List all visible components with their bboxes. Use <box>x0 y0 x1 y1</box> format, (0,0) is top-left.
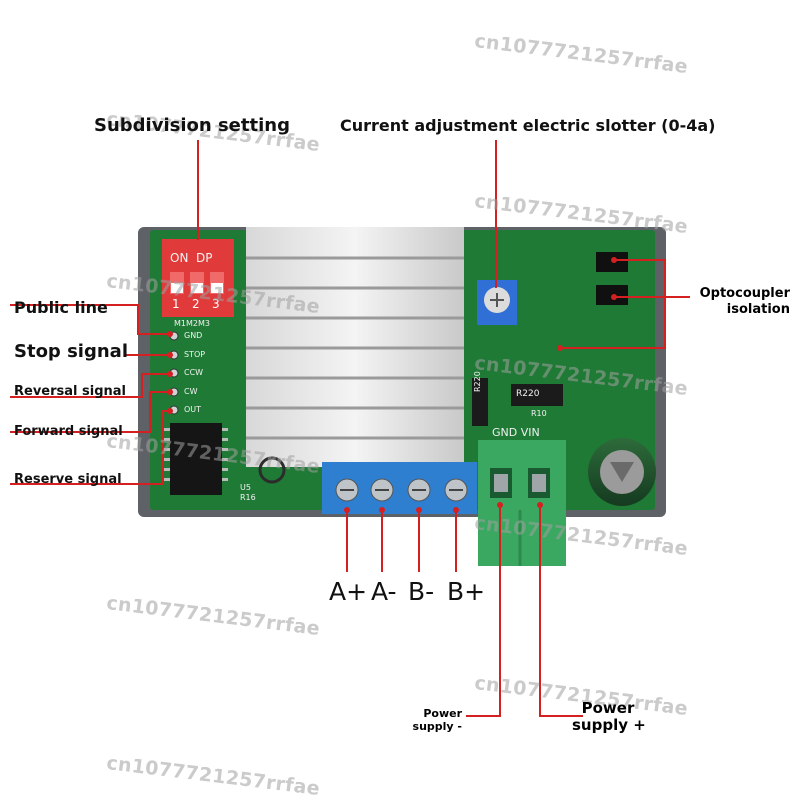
terminal-a-plus-label: A+ <box>329 577 368 606</box>
power-resistor <box>511 384 563 406</box>
power-plus-line2: supply + <box>572 716 646 735</box>
forward-signal-label: Forward signal <box>14 424 123 439</box>
power-minus-line2: supply - <box>412 720 462 734</box>
ic-chip <box>170 423 222 495</box>
capacitor <box>588 438 656 506</box>
dip-on-label: ON <box>170 251 189 265</box>
motor-terminal-block <box>322 462 477 514</box>
dip-switch <box>162 239 234 317</box>
pin-label-gnd: GND <box>184 331 203 340</box>
stop-signal-label: Stop signal <box>14 341 128 362</box>
power-plus-label: Power supply + <box>572 699 646 735</box>
power-minus-label: Power supply - <box>404 707 462 733</box>
heatsink <box>246 227 464 484</box>
pin-label-m1m2m3: M1M2M3 <box>174 319 210 328</box>
terminal-b-plus-label: B+ <box>447 577 486 606</box>
dip-num-1: 1 <box>172 297 180 311</box>
r10-label: R10 <box>531 409 547 418</box>
subdivision-setting-label: Subdivision setting <box>94 115 290 136</box>
terminal-b-minus-label: B- <box>408 577 435 606</box>
dip-num-3: 3 <box>212 297 220 311</box>
r16-label: R16 <box>240 493 256 502</box>
power-minus-line1: Power <box>423 707 462 720</box>
optocoupler-label: Optocoupler isolation <box>696 286 790 319</box>
gnd-vin-label: GND VIN <box>492 426 540 439</box>
callout-lines <box>10 140 690 717</box>
pin-label-cw: CW <box>184 387 198 396</box>
public-line-label: Public line <box>14 298 108 317</box>
dip-dp-label: DP <box>196 251 213 265</box>
optocoupler-label-line1: Optocoupler <box>699 286 790 301</box>
u5-label: U5 <box>240 483 251 492</box>
reserve-signal-label: Reserve signal <box>14 472 122 487</box>
power-resistor-2 <box>472 378 488 426</box>
terminal-a-minus-label: A- <box>371 577 397 606</box>
reversal-signal-label: Reversal signal <box>14 384 127 399</box>
power-terminal-block <box>478 440 566 566</box>
dip-num-2: 2 <box>192 297 200 311</box>
pin-label-ccw: CCW <box>184 368 204 377</box>
pin-label-out: OUT <box>184 405 202 414</box>
resistor-label: R220 <box>516 389 540 399</box>
current-adjustment-label: Current adjustment electric slotter (0-4… <box>340 116 716 135</box>
optocoupler-label-line2: isolation <box>726 302 790 318</box>
power-plus-line1: Power <box>581 699 635 717</box>
pin-label-stop: STOP <box>184 350 206 359</box>
